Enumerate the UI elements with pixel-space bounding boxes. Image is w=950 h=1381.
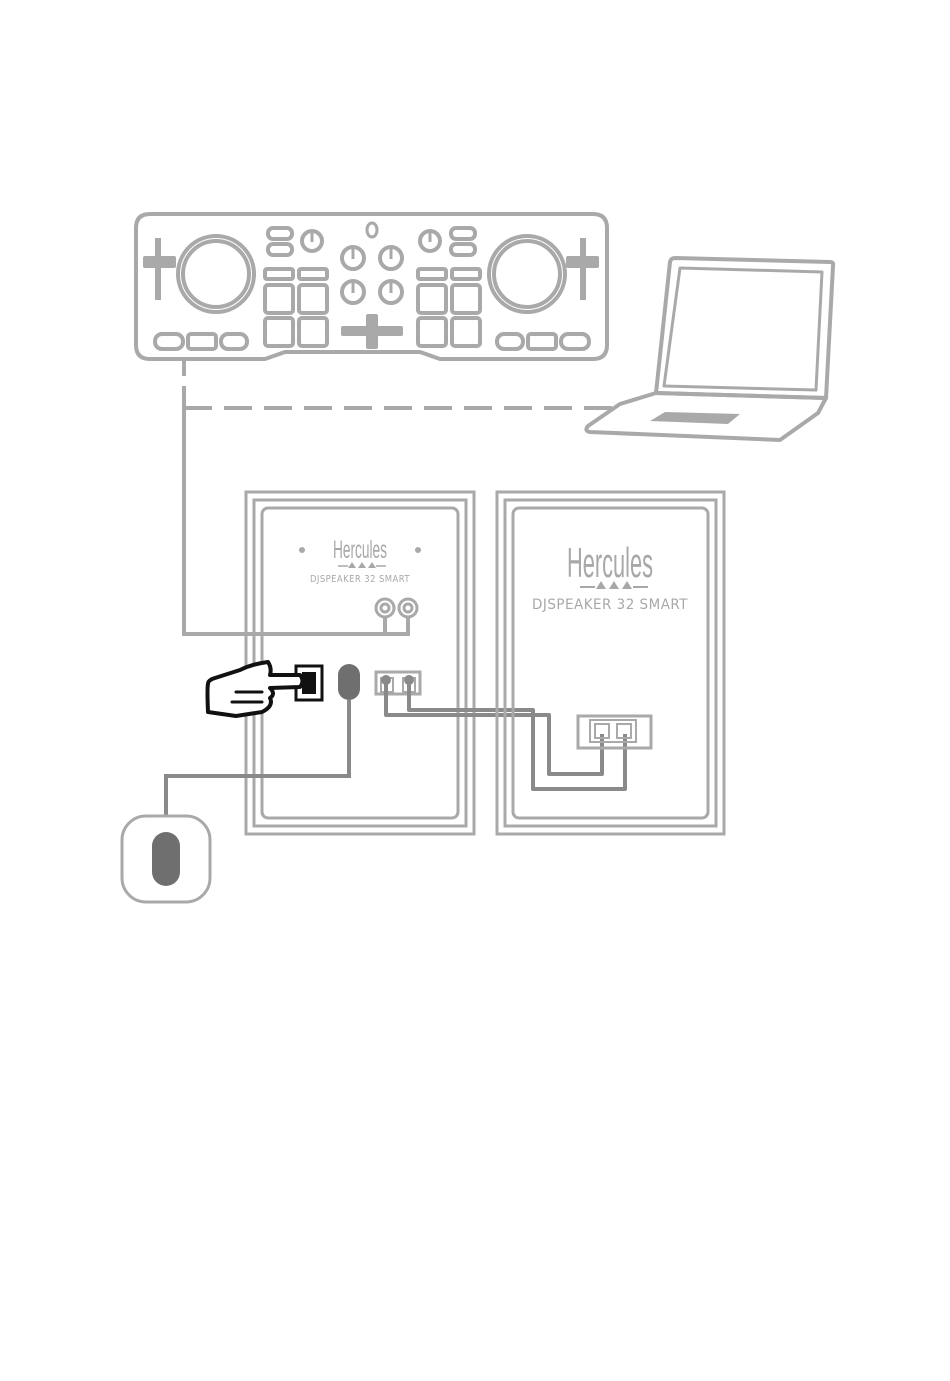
power-plug-icon <box>338 664 360 700</box>
hercules-logo-mark <box>348 562 376 568</box>
rca-audio-cable <box>184 386 408 634</box>
right-speaker-model: DJSPEAKER 32 SMART <box>532 597 688 613</box>
right-speaker-brand: Hercules <box>567 539 653 586</box>
left-speaker-model: DJSPEAKER 32 SMART <box>310 574 410 585</box>
hercules-logo-mark <box>596 581 632 589</box>
laptop-icon <box>586 258 833 440</box>
power-outlet-icon <box>122 816 210 902</box>
usb-cable <box>184 361 620 408</box>
left-speaker-brand: Hercules <box>333 536 387 564</box>
dj-controller-icon <box>136 214 607 359</box>
hand-pointer-icon <box>208 662 303 716</box>
